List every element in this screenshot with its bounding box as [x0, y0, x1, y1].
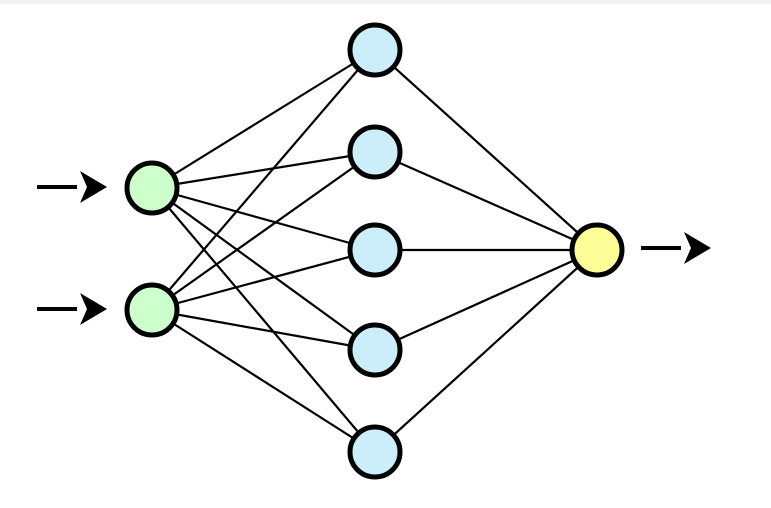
edge-i1-h1: [150, 48, 377, 190]
edge-i2-h5: [150, 308, 377, 454]
input-layer-nodes: [124, 160, 180, 338]
hidden-node-h5[interactable]: [347, 424, 403, 480]
output-node-o1[interactable]: [569, 222, 625, 278]
edge-h1-o1: [373, 48, 599, 252]
input-arrow-bottom: [37, 293, 107, 325]
input-arrow-bottom-head: [80, 293, 107, 325]
edge-i2-h3: [150, 248, 377, 312]
edge-h5-o1: [373, 248, 599, 454]
output-arrow-head: [684, 232, 711, 264]
edge-group-hidden-to-output: [373, 48, 599, 454]
hidden-node-h4[interactable]: [347, 322, 403, 378]
edge-group-input-to-hidden: [150, 48, 377, 454]
edge-i1-h3: [150, 186, 377, 252]
hidden-node-h1[interactable]: [347, 22, 403, 78]
edge-i2-h4: [150, 308, 377, 352]
hidden-node-h2[interactable]: [347, 124, 403, 180]
output-layer-nodes: [569, 222, 625, 278]
hidden-node-h3[interactable]: [347, 222, 403, 278]
edge-i1-h2: [150, 150, 377, 190]
input-node-i1[interactable]: [124, 160, 180, 216]
top-edge-strip: [0, 0, 771, 4]
edge-i2-h2: [150, 150, 377, 312]
input-arrow-top-head: [80, 171, 107, 203]
input-node-i2[interactable]: [124, 282, 180, 338]
edge-h4-o1: [373, 248, 599, 352]
edge-h2-o1: [373, 150, 599, 252]
input-arrow-top: [37, 171, 107, 203]
edge-i1-h5: [150, 186, 377, 454]
output-arrow: [641, 232, 711, 264]
edge-i2-h1: [150, 48, 377, 312]
hidden-layer-nodes: [347, 22, 403, 480]
edge-i1-h4: [150, 186, 377, 352]
